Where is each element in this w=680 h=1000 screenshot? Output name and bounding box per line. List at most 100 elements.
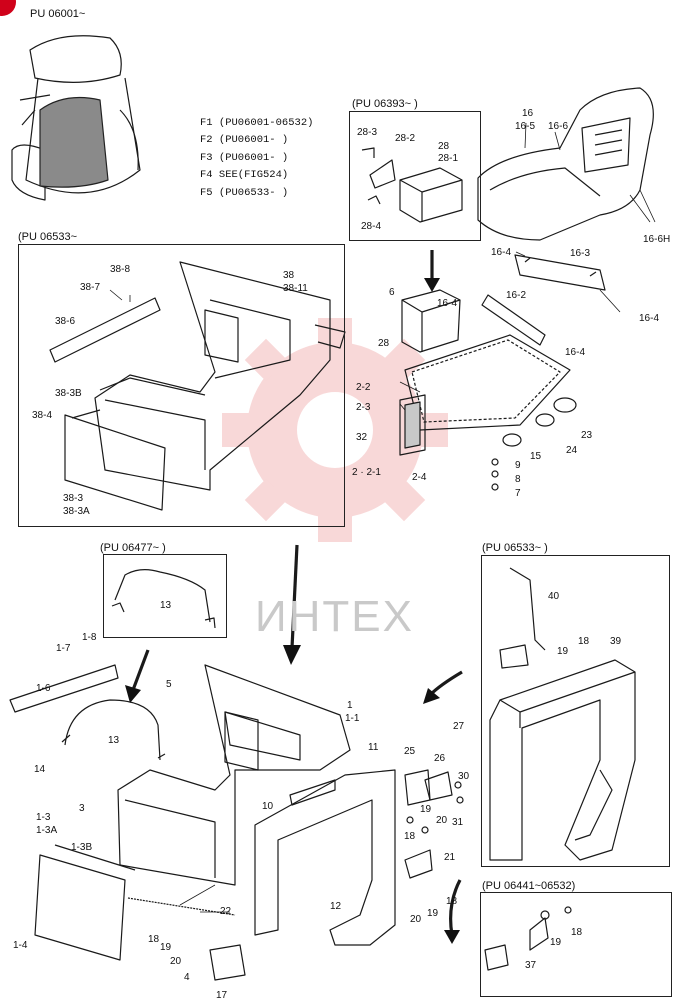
callout-18e: 18 xyxy=(571,927,583,938)
callout-8: 8 xyxy=(515,474,521,485)
box-label-pu06533-right: (PU 06533~ ) xyxy=(482,542,548,554)
callout-19b: 19 xyxy=(420,804,432,815)
frame-38 xyxy=(49,261,346,511)
box-label-pu06533-left: (PU 06533~ xyxy=(18,231,78,243)
callout-1: 1 xyxy=(347,700,353,711)
legend-f2: F2 (PU06001- ) xyxy=(200,134,289,146)
callout-20b: 20 xyxy=(410,914,422,925)
legend-f1: F1 (PU06001-06532) xyxy=(200,117,314,129)
box-label-pu06393: (PU 06393~ ) xyxy=(352,98,418,110)
callout-28-1: 28-1 xyxy=(438,153,459,164)
callout-2-2-1: 2 · 2-1 xyxy=(352,467,381,478)
box-pu06441 xyxy=(480,892,672,997)
callout-1-7: 1-7 xyxy=(56,643,71,654)
box-label-pu06477: (PU 06477~ ) xyxy=(100,542,166,554)
callout-16-6: 16-6 xyxy=(548,121,569,132)
callout-28-4: 28-4 xyxy=(361,221,382,232)
callout-38-3a: 38-3A xyxy=(63,506,90,517)
box-label-pu06441: (PU 06441~06532) xyxy=(482,880,576,892)
serial-top: PU 06001~ xyxy=(30,8,86,20)
callout-40: 40 xyxy=(548,591,560,602)
callout-18b: 18 xyxy=(404,831,416,842)
callout-11: 11 xyxy=(368,742,379,753)
callout-6: 6 xyxy=(389,287,395,298)
callout-38-8: 38-8 xyxy=(110,264,131,275)
callout-31: 31 xyxy=(452,817,464,828)
callout-16-3: 16-3 xyxy=(570,248,591,259)
handle-13-box xyxy=(111,569,216,629)
callout-1-6: 1-6 xyxy=(36,683,51,694)
callout-1-4: 1-4 xyxy=(13,940,28,951)
callout-18a: 18 xyxy=(578,636,590,647)
callout-38-4: 38-4 xyxy=(32,410,53,421)
callout-17: 17 xyxy=(216,990,228,1000)
callout-18d: 18 xyxy=(148,934,160,945)
callout-28-2: 28-2 xyxy=(395,133,416,144)
callout-20c: 20 xyxy=(170,956,182,967)
seat-drawing xyxy=(477,87,654,346)
callout-21: 21 xyxy=(444,852,456,863)
callout-7: 7 xyxy=(515,488,521,499)
callout-15: 15 xyxy=(530,451,542,462)
callout-16-4d: 16-4 xyxy=(565,347,586,358)
callout-23: 23 xyxy=(581,430,593,441)
callout-1-3b: 1-3B xyxy=(71,842,93,853)
callout-38-11: 38-11 xyxy=(283,283,308,294)
callout-1-1: 1-1 xyxy=(345,713,360,724)
callout-27: 27 xyxy=(453,721,465,732)
leader-lines xyxy=(109,122,656,913)
callout-19a: 19 xyxy=(557,646,569,657)
callout-32: 32 xyxy=(356,432,368,443)
callout-16-6h: 16-6H xyxy=(643,234,671,245)
callout-1-3: 1-3 xyxy=(36,812,51,823)
callout-37: 37 xyxy=(525,960,537,971)
watermark-text: ИНТЕХ xyxy=(255,592,414,641)
frame-11 xyxy=(254,769,464,946)
callout-39: 39 xyxy=(610,636,622,647)
box-pu06533-left xyxy=(18,244,345,527)
callout-28b: 28 xyxy=(378,338,390,349)
box-pu06477 xyxy=(103,554,227,638)
frame-1 xyxy=(9,664,351,981)
callout-38: 38 xyxy=(283,270,295,281)
canopy-thumbnail xyxy=(11,35,141,201)
callout-16-5: 16-5 xyxy=(515,121,536,132)
callout-1-3a: 1-3A xyxy=(36,825,58,836)
legend-f4: F4 SEE(FIG524) xyxy=(200,169,289,181)
callout-19c: 19 xyxy=(427,908,439,919)
callout-16-4a: 16-4 xyxy=(491,247,512,258)
callout-3: 3 xyxy=(79,803,85,814)
callout-19e: 19 xyxy=(550,937,562,948)
callout-2-2: 2-2 xyxy=(356,382,371,393)
callout-25: 25 xyxy=(404,746,416,757)
callout-13a: 13 xyxy=(160,600,172,611)
callout-13b: 13 xyxy=(108,735,120,746)
callout-9: 9 xyxy=(515,460,521,471)
callout-2-3: 2-3 xyxy=(356,402,371,413)
callout-16-4b: 16-4 xyxy=(437,298,458,309)
callout-38-3b: 38-3B xyxy=(55,388,82,399)
callout-24: 24 xyxy=(566,445,578,456)
callout-4: 4 xyxy=(184,972,190,983)
callout-30: 30 xyxy=(458,771,470,782)
callout-22: 22 xyxy=(220,906,232,917)
callout-38-6: 38-6 xyxy=(55,316,76,327)
frame-39 xyxy=(489,567,636,861)
seat-plate xyxy=(399,289,577,491)
bracket-37 xyxy=(484,906,572,971)
callout-14: 14 xyxy=(34,764,46,775)
legend-f5: F5 (PU06533- ) xyxy=(200,187,289,199)
callout-12: 12 xyxy=(330,901,342,912)
callout-5: 5 xyxy=(166,679,172,690)
callout-16: 16 xyxy=(522,108,534,119)
callout-28: 28 xyxy=(438,141,450,152)
callout-38-3: 38-3 xyxy=(63,493,84,504)
callout-18c: 18 xyxy=(446,896,458,907)
callout-10: 10 xyxy=(262,801,274,812)
callout-16-2: 16-2 xyxy=(506,290,527,301)
legend-f3: F3 (PU06001- ) xyxy=(200,152,289,164)
callout-2-4: 2-4 xyxy=(412,472,427,483)
callout-1-8: 1-8 xyxy=(82,632,97,643)
